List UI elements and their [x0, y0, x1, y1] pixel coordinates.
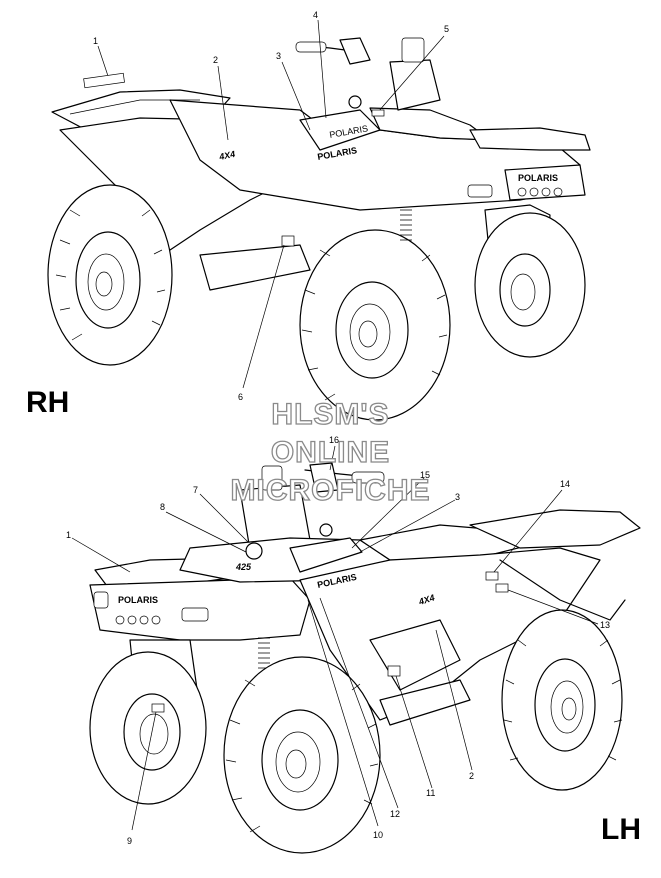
front-wheel-rh	[299, 229, 451, 421]
rear-rack-lh	[469, 509, 641, 549]
rear-fender-lh	[499, 559, 626, 621]
decal-8-dot-lh	[245, 542, 263, 560]
shock-spring-rh	[400, 209, 412, 241]
mirror-lh	[261, 465, 283, 491]
headlight-rh	[467, 184, 493, 198]
side-label-lh: LH	[601, 813, 641, 846]
grip-rh	[295, 41, 327, 53]
shock-spring-lh	[258, 637, 270, 669]
mirror-rh	[401, 37, 425, 63]
callout-rh-3: 3	[276, 51, 281, 61]
headlight-pod-rh	[504, 164, 586, 201]
handlebar-pod-rh	[389, 59, 441, 111]
front-brand-text-lh: POLARIS	[118, 595, 158, 605]
fuel-cap-lh	[319, 523, 333, 537]
callout-lh-10: 10	[373, 830, 383, 840]
callout-lh-14: 14	[560, 479, 570, 489]
callout-lh-1: 1	[66, 530, 71, 540]
watermark-line-1: HLSM'S	[271, 398, 390, 431]
watermark-line-3: MICROFICHE	[230, 474, 431, 507]
fuel-cap-rh	[348, 95, 362, 109]
callout-lh-3: 3	[455, 492, 460, 502]
throttle-rh	[339, 37, 371, 65]
displacement-text-lh: 425	[235, 562, 252, 572]
front-rack-rh	[469, 127, 591, 151]
decal-9-lh	[151, 703, 165, 713]
grip-lh	[351, 471, 385, 484]
atv-left-side-view: POLARIS 425 POLARIS 4X4	[89, 462, 641, 854]
decal-14-lh	[485, 571, 499, 581]
footrest-rh	[199, 244, 311, 291]
far-front-wheel-rh	[474, 212, 586, 358]
callout-lh-7: 7	[193, 485, 198, 495]
rear-wheel-lh	[501, 609, 623, 791]
callout-lh-13: 13	[600, 620, 610, 630]
callout-lh-9: 9	[127, 836, 132, 846]
rear-wheel-rh	[47, 184, 173, 366]
throttle-lh	[309, 462, 339, 493]
watermark-line-2: ONLINE	[270, 436, 391, 469]
tank-decal-panel-lh	[289, 537, 363, 573]
callout-lh-2: 2	[469, 771, 474, 781]
callout-rh-5: 5	[444, 24, 449, 34]
decal-6-rh	[281, 235, 295, 247]
atv-right-side-view: POLARIS POLARIS 4X4 POLARIS	[47, 37, 591, 421]
callout-lh-15: 15	[420, 470, 430, 480]
side-label-rh: RH	[26, 386, 70, 419]
callouts-rh: 1 2 3 4 5 6	[83, 10, 449, 402]
badge-4x4-rh: 4X4	[217, 149, 236, 162]
callout-rh-4: 4	[313, 10, 318, 20]
front-brand-text-rh: POLARIS	[518, 173, 558, 183]
callout-lh-11: 11	[426, 788, 435, 798]
footrest-lh	[379, 679, 471, 726]
callout-lh-8: 8	[160, 502, 165, 512]
callout-rh-6: 6	[238, 392, 243, 402]
decal-1-rh	[83, 72, 125, 89]
decal-5-rh	[371, 109, 385, 117]
callouts-lh: 16 15 3 14 7 8 1 13 2 11 12 10 9	[66, 435, 610, 846]
front-wheel-lh	[223, 656, 381, 854]
callout-rh-1: 1	[93, 36, 98, 46]
callout-rh-2: 2	[213, 55, 218, 65]
far-front-wheel-lh	[89, 651, 207, 805]
callout-lh-12: 12	[390, 809, 400, 819]
decal-13-lh	[495, 583, 509, 593]
decal-11-lh	[387, 665, 401, 677]
headlight-lh	[181, 607, 209, 622]
callout-lh-16: 16	[329, 435, 339, 445]
side-lamp-lh	[93, 591, 109, 609]
